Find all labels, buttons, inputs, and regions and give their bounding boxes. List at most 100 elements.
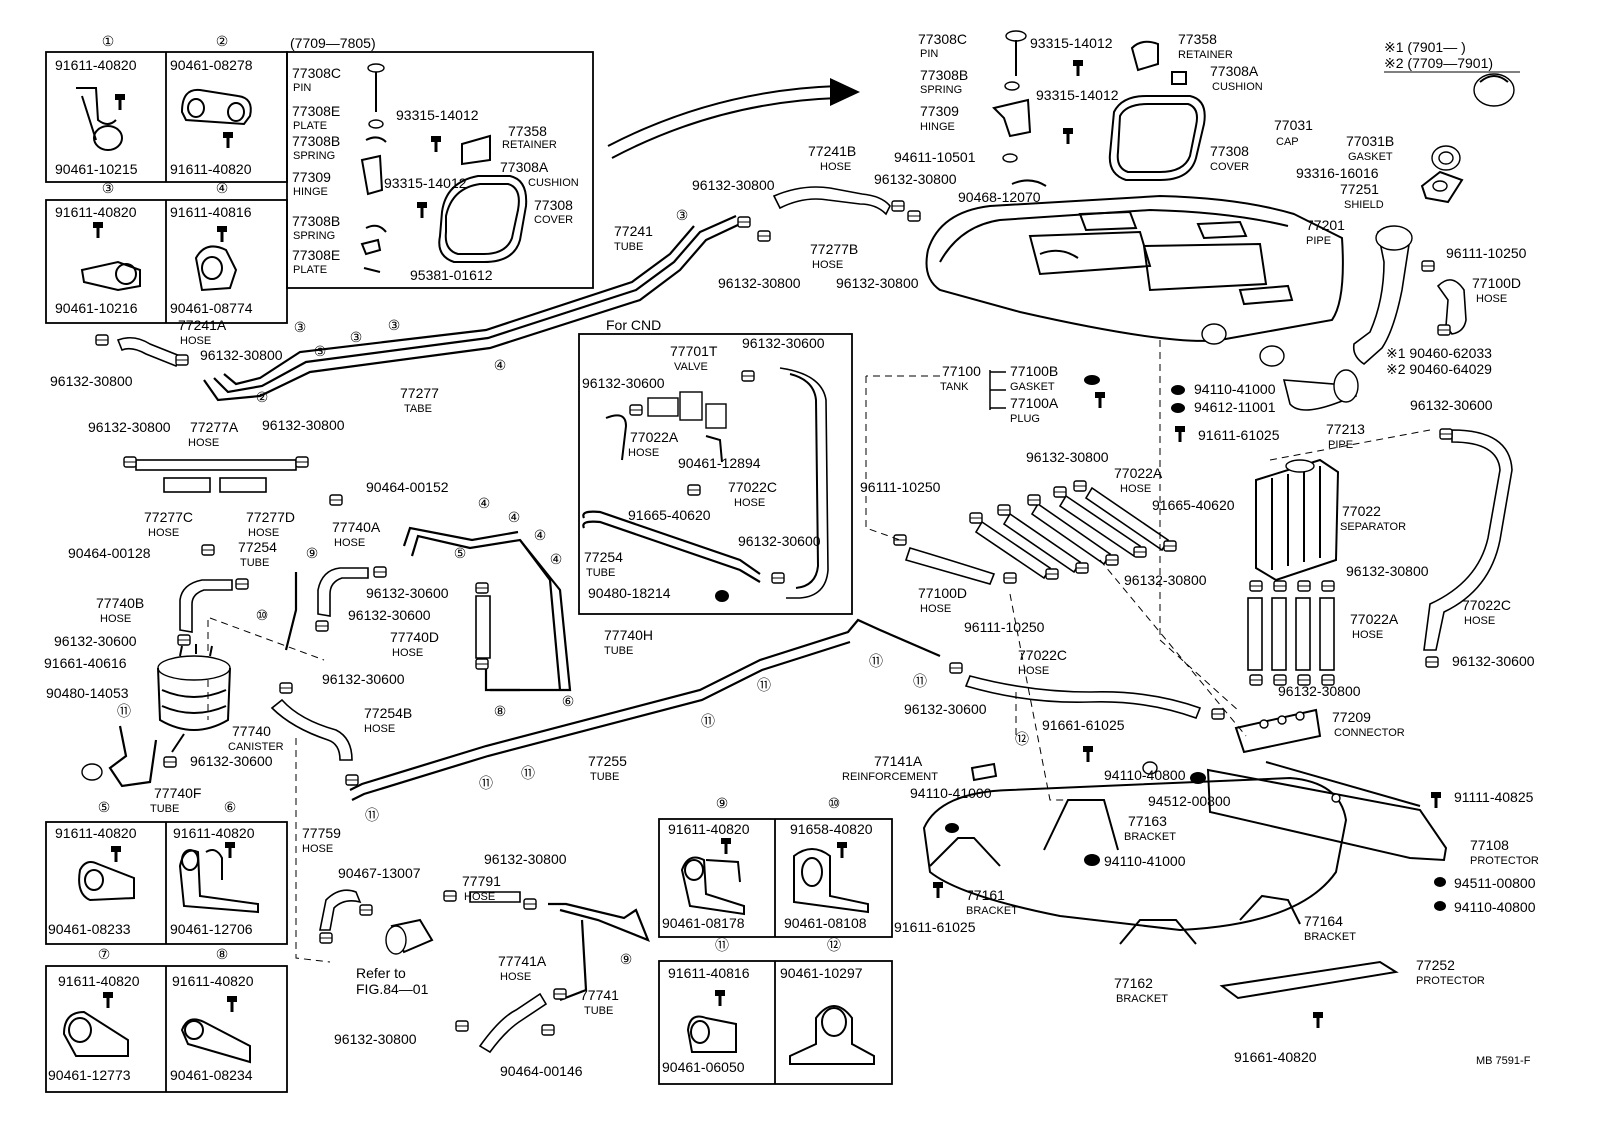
- part-number: 96132-30600: [348, 607, 431, 623]
- part-label: TANK: [940, 381, 969, 393]
- part-label: REINFORCEMENT: [842, 771, 938, 783]
- note-2: ※2 (7709—7901): [1384, 55, 1493, 71]
- tube-clamp-callout: ⑪: [479, 775, 493, 791]
- tube-clamp-callout: ⑪: [913, 673, 927, 689]
- clamp-box-5: ⑤ 91611-40820 90461-08233: [48, 799, 137, 937]
- part-number: 91661-40820: [1234, 1049, 1317, 1065]
- valve-fitting-icon: [385, 918, 434, 955]
- part-number: 95381-01612: [410, 267, 493, 283]
- part-number: 77100D: [1472, 275, 1521, 291]
- part-number: 96132-30600: [190, 753, 273, 769]
- part-number: 96132-30600: [738, 533, 821, 549]
- clamp-box-number: ③: [102, 180, 115, 196]
- clamp-box-9: ⑨ 91611-40820 90461-08178: [662, 795, 750, 931]
- clamp-box-12: ⑫ 90461-10297: [780, 937, 875, 1065]
- tube-clamp-callout: ⑨: [306, 545, 319, 561]
- part-number: 91658-40820: [790, 821, 873, 837]
- part-label: SPRING: [920, 84, 962, 96]
- clamp-box-4: ④ 91611-40816 90461-08774: [170, 180, 253, 316]
- part-number: 94110-41000: [910, 785, 992, 801]
- part-label: RETAINER: [1178, 49, 1233, 61]
- part-number: 77740H: [604, 627, 653, 643]
- inset-for-cnd: For CND 77701T VALVE 96132-30600 96132-3…: [578, 317, 853, 615]
- part-label: SEPARATOR: [1340, 521, 1406, 533]
- part-number: 77161: [966, 887, 1005, 903]
- canister-icon: [81, 644, 231, 788]
- diagonal-hoses: [969, 480, 1177, 580]
- part-number: 77241: [614, 223, 653, 239]
- part-label: HOSE: [628, 447, 659, 459]
- part-number: 77022A: [630, 429, 679, 445]
- part-number: 77254: [238, 539, 277, 555]
- note-1: ※1 (7901— ): [1384, 39, 1466, 55]
- part-number: 90464-00128: [68, 545, 151, 561]
- part-label: VALVE: [674, 361, 708, 373]
- part-number: 77108: [1470, 837, 1509, 853]
- part-number: ※2 90460-64029: [1386, 361, 1492, 377]
- part-number: 77308E: [292, 247, 340, 263]
- pipe-clamp-icon: [62, 990, 129, 1057]
- clamp-box-number: ④: [216, 180, 229, 196]
- tube-clamp-callout: ⑩: [256, 607, 269, 623]
- part-number: 91611-40820: [172, 973, 254, 989]
- tube-clamp-callout: ⑧: [494, 703, 507, 719]
- part-number: 90461-10216: [55, 300, 138, 316]
- clamp-box-number: ⑧: [216, 946, 229, 962]
- part-label: PIPE: [1328, 439, 1353, 451]
- part-number: 77100B: [1010, 363, 1058, 379]
- part-number: 77031: [1274, 117, 1313, 133]
- part-number: 77277B: [810, 241, 858, 257]
- tube-clamp-callout: ④: [550, 551, 563, 567]
- part-label: HOSE: [248, 527, 279, 539]
- part-number: 77277D: [246, 509, 295, 525]
- part-number: 77209: [1332, 709, 1371, 725]
- filler-cap-assembly: 77031 CAP 77031B GASKET 93316-16016 7725…: [1259, 73, 1527, 451]
- part-label: HOSE: [1018, 665, 1049, 677]
- part-number: 96132-30600: [904, 701, 987, 717]
- part-number: 90480-14053: [46, 685, 129, 701]
- part-number: 77308A: [1210, 63, 1259, 79]
- clamp-box-number: ①: [102, 33, 115, 49]
- part-number: 96132-30800: [334, 1031, 417, 1047]
- part-number: 90464-00146: [500, 1063, 583, 1079]
- part-number: 77277C: [144, 509, 193, 525]
- part-label: COVER: [534, 214, 573, 226]
- part-number: 90461-08233: [48, 921, 131, 937]
- part-number: 90468-12070: [958, 189, 1041, 205]
- part-number: 93315-14012: [1036, 87, 1119, 103]
- part-label: TUBE: [584, 1005, 613, 1017]
- part-label: PIPE: [1306, 235, 1331, 247]
- part-label: BRACKET: [1116, 993, 1168, 1005]
- part-number: 77308B: [920, 67, 968, 83]
- part-number: 77100A: [1010, 395, 1059, 411]
- part-label: BRACKET: [1304, 931, 1356, 943]
- tube-clamp-callout: ④: [494, 357, 507, 373]
- part-number: 77308B: [292, 213, 340, 229]
- part-number: 96132-30600: [322, 671, 405, 687]
- tube-clamp-callout: ④: [534, 527, 547, 543]
- part-label: HOSE: [392, 647, 423, 659]
- part-number: 91611-40816: [170, 204, 252, 220]
- tube-clamp-callout: ⑪: [869, 653, 883, 669]
- part-number: 94611-10501: [894, 149, 976, 165]
- bracket-icons: [929, 744, 1446, 1030]
- hose-77022c-right: [1423, 428, 1513, 668]
- part-label: PIN: [920, 48, 938, 60]
- part-number: 96132-30600: [54, 633, 137, 649]
- part-label: PROTECTOR: [1470, 855, 1539, 867]
- part-label: HOSE: [500, 971, 531, 983]
- part-number: 77252: [1416, 957, 1455, 973]
- main-tubes: [203, 214, 941, 801]
- part-number: 91611-40820: [170, 161, 252, 177]
- part-number: 77308A: [500, 159, 549, 175]
- connector-icon: [1234, 708, 1322, 754]
- part-number: 90461-12706: [170, 921, 253, 937]
- part-number: 93316-16016: [1296, 165, 1379, 181]
- part-number: 96132-30800: [1346, 563, 1429, 579]
- part-number: 96111-10250: [1446, 245, 1527, 261]
- part-number: 77308: [534, 197, 573, 213]
- tube-clamp-callout: ③: [314, 343, 327, 359]
- part-number: 77100: [942, 363, 981, 379]
- part-number: 93315-14012: [396, 107, 479, 123]
- part-number: 77022C: [728, 479, 777, 495]
